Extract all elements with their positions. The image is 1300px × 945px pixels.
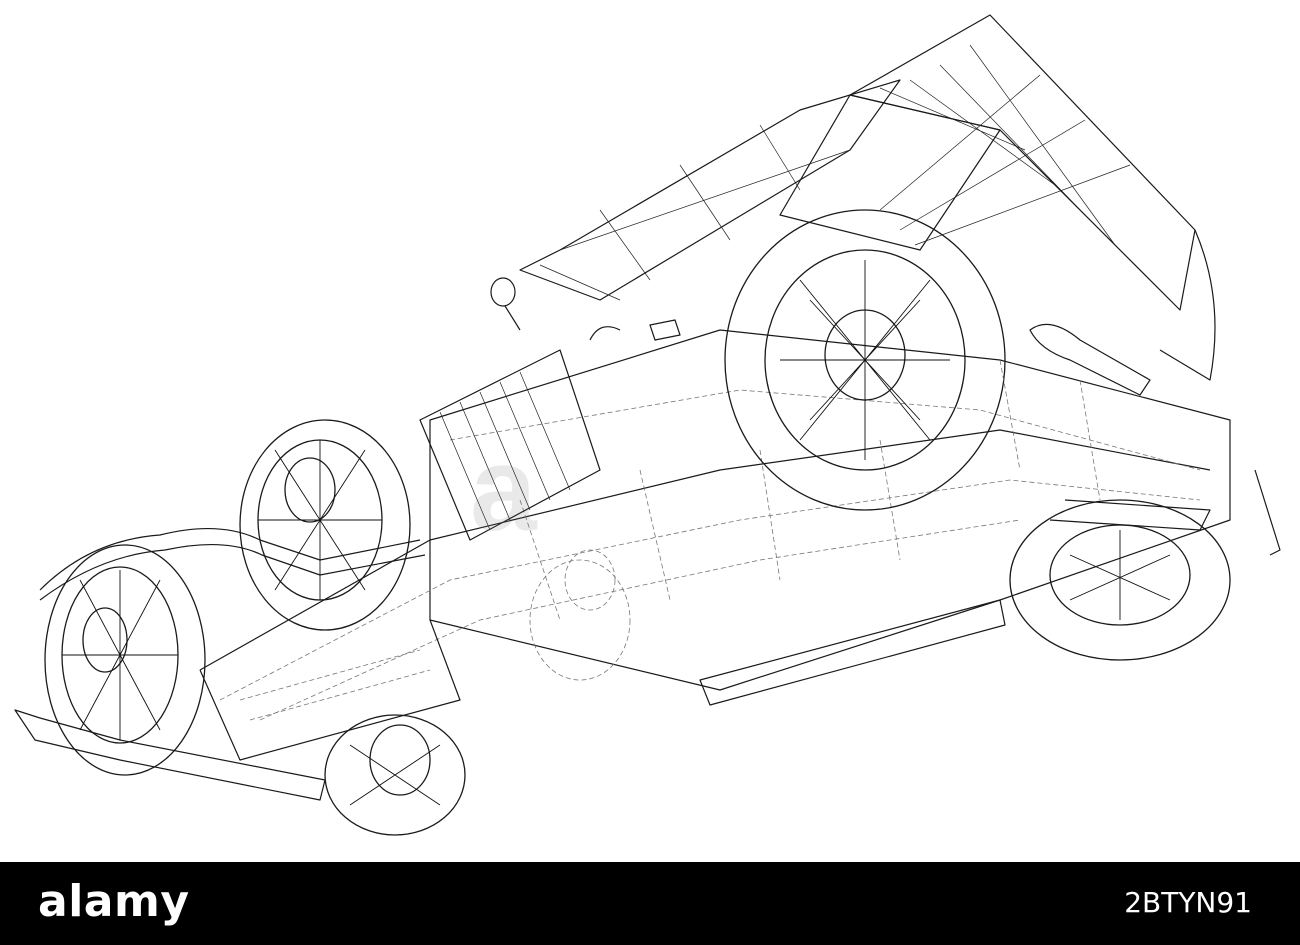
wheel-rear-left <box>1009 499 1231 661</box>
car-details <box>589 319 1151 501</box>
car-hood <box>419 349 601 541</box>
footer-bar: alamy 2BTYN91 <box>0 862 1300 945</box>
wheel-far-front <box>324 714 466 836</box>
brand-logo[interactable]: alamy <box>38 876 190 927</box>
wireframe-car-drawing <box>14 14 1281 836</box>
car-windshield <box>490 79 901 331</box>
wheel-front-left <box>44 544 206 776</box>
car-roof <box>779 14 1216 381</box>
car-fenders <box>14 469 1281 801</box>
wheel-rear-right <box>724 209 1006 511</box>
car-body <box>199 329 1231 761</box>
image-id-label: 2BTYN91 <box>1124 886 1252 919</box>
wheel-front-right <box>239 419 411 631</box>
spare-wheel-hidden <box>529 549 631 681</box>
